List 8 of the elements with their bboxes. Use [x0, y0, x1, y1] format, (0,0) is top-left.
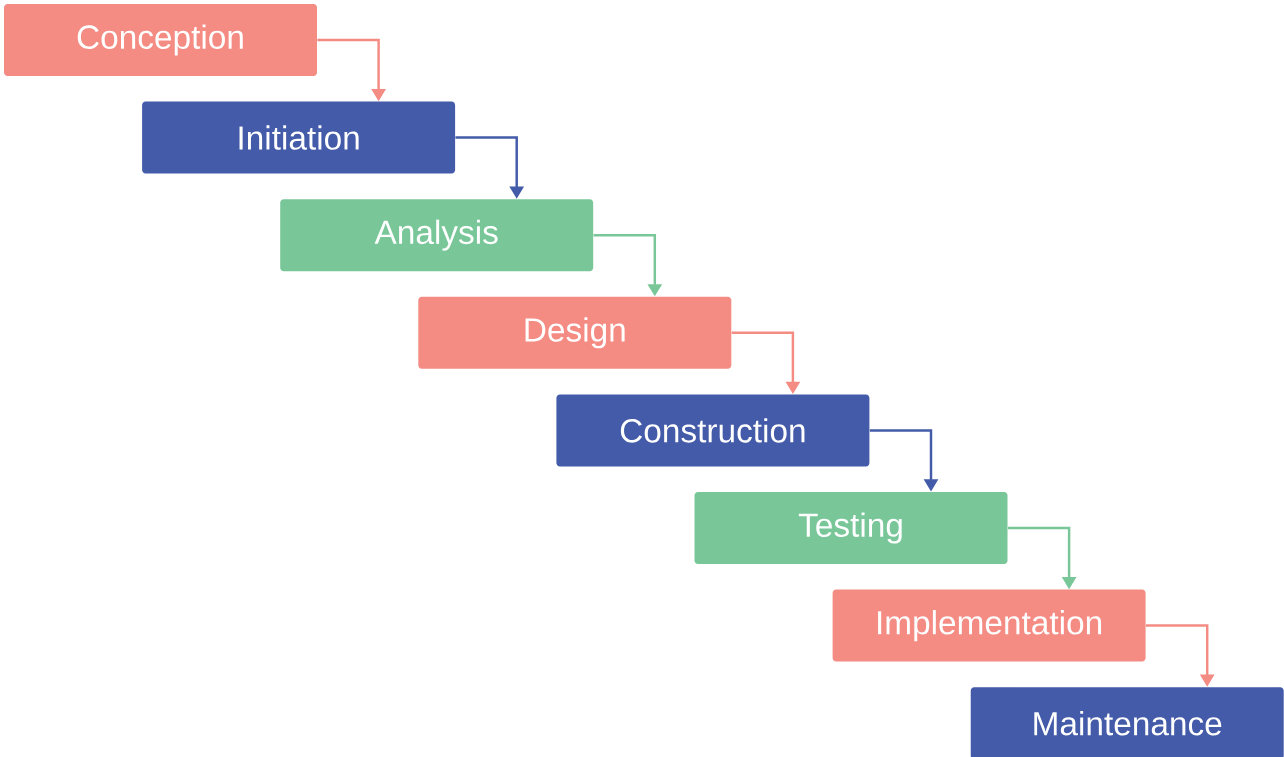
process-box: Implementation	[832, 589, 1146, 662]
process-box: Construction	[556, 394, 870, 467]
process-box: Testing	[694, 492, 1008, 564]
process-box: Analysis	[280, 199, 594, 272]
process-box: Design	[418, 296, 732, 369]
process-box: Maintenance	[970, 687, 1284, 757]
process-box: Initiation	[142, 101, 456, 174]
process-box: Conception	[4, 4, 317, 76]
